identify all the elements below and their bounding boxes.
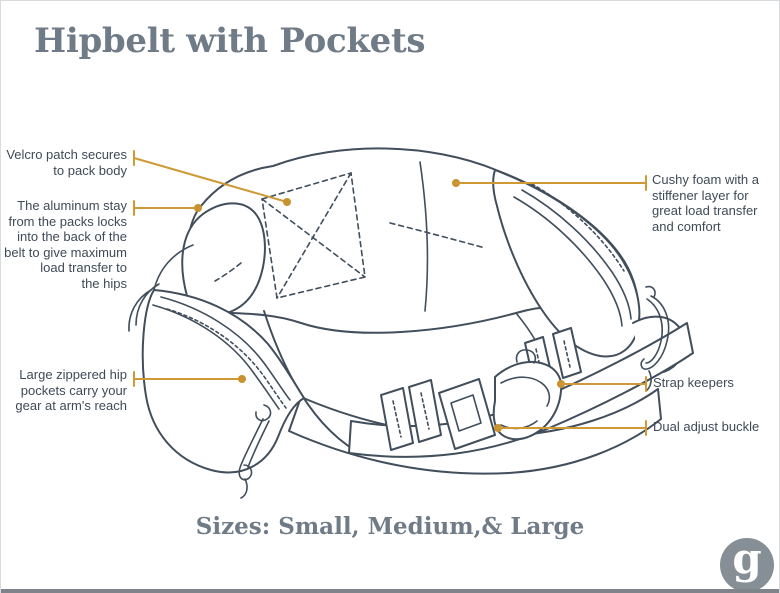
dual-adjust-buckle-outline [492, 360, 563, 441]
right-pocket-zipper-line2 [513, 196, 623, 327]
zipper-pull-cord [247, 420, 270, 468]
belt-wing-line [153, 244, 194, 291]
dashed-seam [214, 262, 242, 282]
strap-keeper-stitch [392, 400, 402, 438]
leader-strap-keepers [557, 376, 647, 392]
sizes-caption: Sizes: Small, Medium,& Large [195, 513, 585, 540]
left-pocket-zipper-line [160, 296, 291, 401]
leader-aluminum-stay [133, 200, 202, 216]
leader-hip-pockets [133, 371, 246, 387]
strap-keeper-stitch [420, 392, 430, 430]
gossamer-gear-logo: g [720, 538, 774, 592]
foam-seam [419, 161, 429, 312]
left-pocket-zipper-stitching [166, 308, 287, 409]
page-title: Hipbelt with Pockets [34, 21, 426, 61]
adjuster-slider [438, 378, 496, 450]
label-aluminum-stay: The aluminum stay from the packs locks i… [4, 198, 127, 291]
zipper-pull-cord [645, 285, 656, 298]
leader-dot [283, 198, 291, 206]
label-velcro-patch: Velcro patch secures to pack body [6, 147, 127, 178]
right-pocket-zipper-stitching [531, 183, 625, 272]
left-pocket-zipper-line2 [152, 304, 280, 410]
right-pocket-zipper-line [521, 189, 632, 320]
label-hip-pockets: Large zippered hip pockets carry your ge… [15, 367, 127, 413]
leader-dual-adjust-buckle [494, 420, 647, 436]
adjuster-slider-slot [450, 394, 482, 432]
label-dual-adjust-buckle: Dual adjust buckle [653, 419, 760, 434]
leader-dot [194, 204, 202, 212]
zipper-pull-cord [645, 298, 663, 364]
zipper-pull-cord [238, 418, 264, 481]
footer-bar [1, 589, 779, 593]
left-hip-pocket-outline [141, 289, 305, 474]
leader-cushy-foam [452, 175, 647, 191]
label-cushy-foam: Cushy foam with a stiffener layer for gr… [652, 172, 759, 234]
dashed-seam [389, 222, 486, 249]
logo-letter: g [732, 534, 762, 583]
leader-velcro [133, 150, 291, 206]
zipper-pull-cord-tail [240, 478, 248, 499]
buckle-prong [500, 376, 551, 407]
label-strap-keepers: Strap keepers [653, 375, 734, 390]
zipper-pull-cord-tail [645, 370, 652, 392]
zipper-pull-cord [255, 404, 272, 422]
right-hip-pocket-outline [492, 169, 641, 358]
leader-dot [238, 375, 246, 383]
strap-keeper-stitch [563, 340, 571, 368]
velcro-patch-dashed-outline [261, 172, 366, 299]
hipbelt-illustration [128, 147, 694, 499]
zipper-pull-cord [640, 295, 670, 370]
buckle-top-loop [515, 349, 537, 364]
